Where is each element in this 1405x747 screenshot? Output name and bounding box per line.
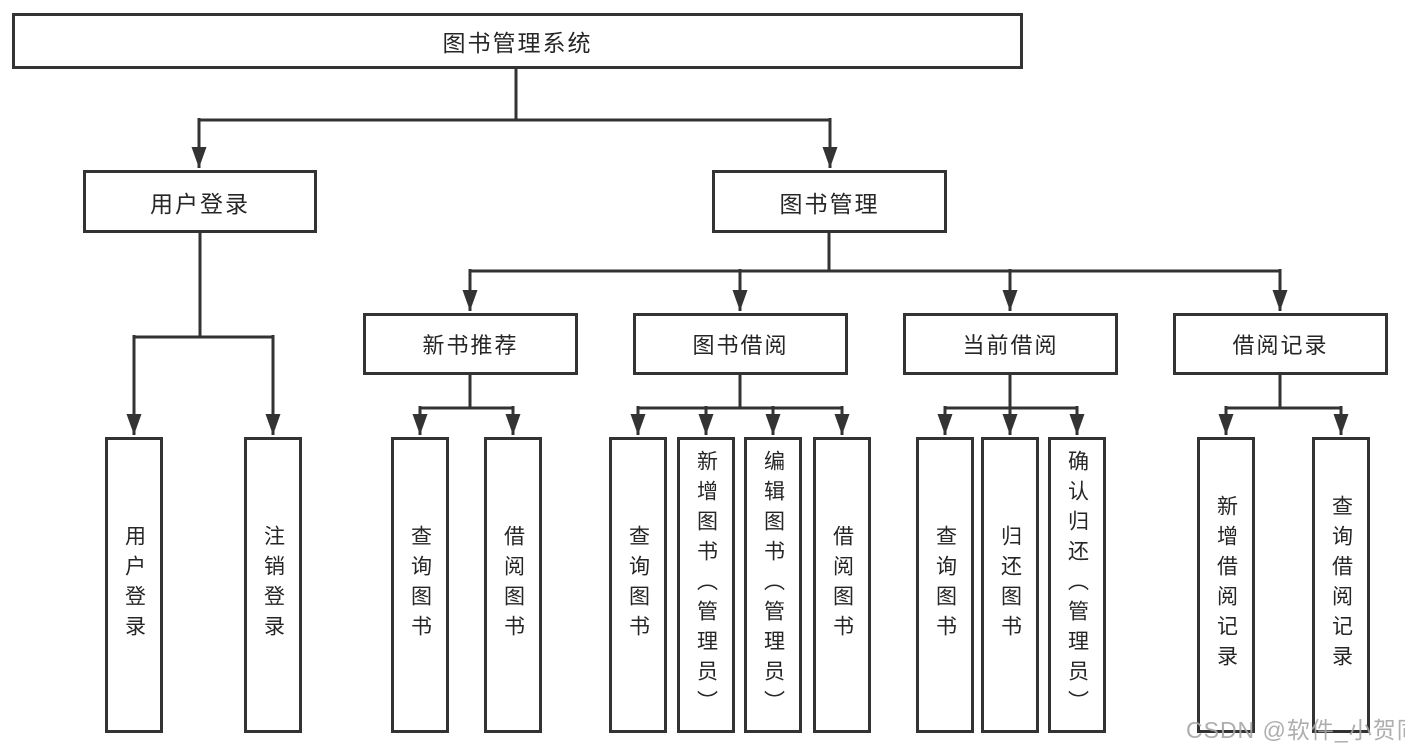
connector-new-book-recommend [420,375,513,410]
leaf-confirm-return-admin-label: 确认归还（管理员） [1065,450,1089,720]
node-book-borrow: 图书借阅 [633,313,848,375]
leaf-return-book: 归还图书 [981,437,1039,733]
leaf-add-borrow-record-label: 新增借阅记录 [1214,495,1238,675]
connector-book-borrow [638,375,842,410]
node-user-login-label: 用户登录 [150,190,250,217]
connector-root [199,68,830,122]
node-book-management-label: 图书管理 [779,190,880,217]
node-current-borrow-label: 当前借阅 [962,333,1059,358]
leaf-logout: 注销登录 [244,437,302,733]
leaf-query-books-borrow: 查询图书 [609,437,667,733]
leaf-borrow-books-recommend-label: 借阅图书 [501,525,525,645]
leaf-query-books-borrow-label: 查询图书 [626,525,650,645]
leaf-user-login-label: 用户登录 [122,525,146,645]
node-new-book-recommend: 新书推荐 [363,313,578,375]
node-library-system-label: 图书管理系统 [442,30,593,56]
leaf-query-books-current-label: 查询图书 [933,525,957,645]
leaf-borrow-books: 借阅图书 [813,437,871,733]
leaf-borrow-books-label: 借阅图书 [830,525,854,645]
node-current-borrow: 当前借阅 [903,313,1118,375]
leaf-add-book-admin-label: 新增图书（管理员） [694,450,718,720]
connector-user-login [134,233,273,339]
leaf-logout-label: 注销登录 [261,525,285,645]
leaf-return-book-label: 归还图书 [998,525,1022,645]
leaf-query-books-recommend-label: 查询图书 [408,525,432,645]
node-new-book-recommend-label: 新书推荐 [422,333,519,358]
connector-current-borrow [945,375,1077,410]
node-user-login: 用户登录 [83,170,317,233]
leaf-edit-book-admin: 编辑图书（管理员） [744,437,802,733]
leaf-confirm-return-admin: 确认归还（管理员） [1048,437,1106,733]
leaf-add-book-admin: 新增图书（管理员） [677,437,735,733]
node-borrow-records-label: 借阅记录 [1232,333,1329,358]
leaf-query-borrow-record-label: 查询借阅记录 [1329,495,1353,675]
connector-borrow-records [1226,375,1341,410]
leaf-add-borrow-record: 新增借阅记录 [1197,437,1255,733]
leaf-query-borrow-record: 查询借阅记录 [1312,437,1370,733]
leaf-query-books-current: 查询图书 [916,437,974,733]
leaf-borrow-books-recommend: 借阅图书 [484,437,542,733]
node-book-management: 图书管理 [712,170,947,233]
node-book-borrow-label: 图书借阅 [692,333,789,358]
node-borrow-records: 借阅记录 [1173,313,1388,375]
leaf-query-books-recommend: 查询图书 [391,437,449,733]
leaf-user-login: 用户登录 [105,437,163,733]
leaf-edit-book-admin-label: 编辑图书（管理员） [761,450,785,720]
connector-book-management [470,233,1280,273]
node-library-system: 图书管理系统 [12,13,1023,69]
